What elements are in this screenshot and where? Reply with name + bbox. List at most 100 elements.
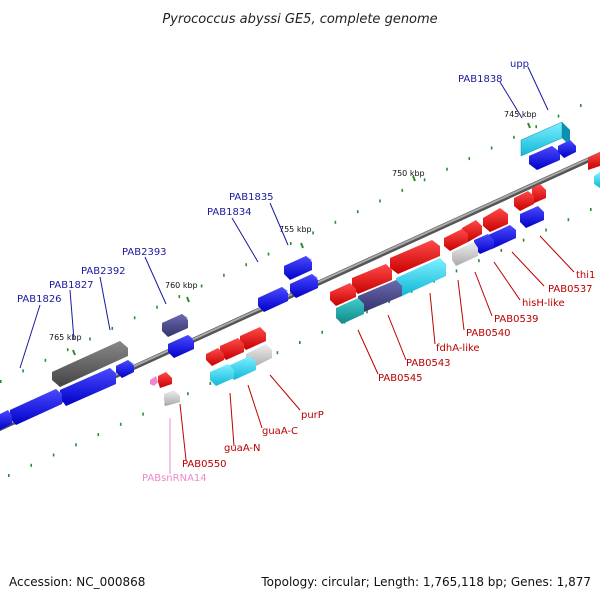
forward-gene-PAB2392[interactable] <box>52 341 128 387</box>
scale-dot <box>75 443 77 447</box>
reverse-gene-PAB0540[interactable] <box>444 229 478 266</box>
scale-dot <box>455 269 458 273</box>
scale-dot <box>580 104 582 107</box>
scale-dot <box>156 305 158 309</box>
map-title: Pyrococcus abyssi GE5, complete genome <box>162 12 437 27</box>
scale-dot <box>388 300 391 304</box>
forward-gene-PAB1834[interactable] <box>258 287 288 312</box>
forward-gene-small-right[interactable] <box>558 140 576 158</box>
scale-dot <box>567 218 570 222</box>
scale-dot <box>200 284 203 288</box>
scale-dot <box>0 380 2 383</box>
forward-gene-PAB1838[interactable] <box>529 146 560 170</box>
gene-label[interactable]: PAB0537 <box>548 284 593 295</box>
scale-dot <box>66 348 69 352</box>
scale-dot <box>446 167 448 171</box>
scale-dot <box>490 146 493 150</box>
scale-dot <box>133 316 136 320</box>
scale-dot <box>478 259 480 263</box>
scale-dot <box>522 238 525 242</box>
reverse-gene-PABsnRNA14[interactable] <box>150 376 158 386</box>
scale-dot <box>356 210 359 214</box>
scale-dot <box>187 392 189 396</box>
scale-dot <box>513 135 515 139</box>
scale-dot <box>30 463 32 467</box>
gene-label[interactable]: PAB0539 <box>494 314 539 325</box>
gene-label[interactable]: PAB1835 <box>229 192 274 203</box>
scale-dot <box>223 273 225 277</box>
scale-dot <box>89 337 91 341</box>
ruler-tick-label: 760 kbp <box>165 281 198 290</box>
scale-dot <box>119 422 122 426</box>
scale-dot <box>468 157 471 161</box>
scale-dot <box>500 248 503 252</box>
scale-dot <box>290 242 292 245</box>
gene-label[interactable]: thi1 <box>576 270 595 281</box>
accession-text: Accession: NC_000868 <box>9 575 145 589</box>
gene-label[interactable]: purP <box>301 410 324 421</box>
scale-dot <box>209 381 212 385</box>
scale-dots-outer <box>0 104 582 383</box>
forward-gene-PAB1827b[interactable] <box>116 360 134 378</box>
scale-dot <box>321 330 323 334</box>
reverse-gene-edge-right[interactable] <box>594 172 600 188</box>
gene-label[interactable]: PAB0540 <box>466 328 511 339</box>
forward-gene-PAB1835b[interactable] <box>290 274 318 298</box>
scale-dot <box>366 310 368 314</box>
ruler-tick-label: 765 kbp <box>49 333 82 342</box>
gene-label[interactable]: PABsnRNA14 <box>142 473 207 484</box>
forward-gene-edge-right[interactable] <box>588 152 600 170</box>
ruler-tick-label: 755 kbp <box>279 225 312 234</box>
scale-dot <box>401 188 404 192</box>
gene-label[interactable]: PAB1827 <box>49 280 94 291</box>
scale-dot <box>267 252 270 256</box>
ruler-ticks <box>72 122 531 356</box>
reverse-gene-PAB0543[interactable] <box>390 240 440 274</box>
forward-gene-PAB1827[interactable] <box>60 368 116 406</box>
gene-label[interactable]: fdhA-like <box>436 343 480 354</box>
gene-label[interactable]: guaA-N <box>224 443 261 454</box>
forward-leader-lines <box>19 66 549 369</box>
scale-dot <box>312 231 314 235</box>
ruler-tick-label: 750 kbp <box>392 169 425 178</box>
gene-label[interactable]: PAB1838 <box>458 74 503 85</box>
scale-dot <box>52 453 55 457</box>
gene-label[interactable]: PAB2393 <box>122 247 167 258</box>
forward-gene-PAB1835[interactable] <box>284 256 312 280</box>
forward-gene-PAB1826[interactable] <box>10 389 62 425</box>
gene-label[interactable]: PAB0550 <box>182 459 227 470</box>
reverse-gene-PAB0545[interactable] <box>330 264 402 324</box>
scale-dot <box>245 263 247 267</box>
gene-label[interactable]: PAB1826 <box>17 294 62 305</box>
scale-dot <box>535 125 537 129</box>
scale-dot <box>545 228 547 232</box>
reverse-leader-lines <box>179 235 575 461</box>
reverse-gene-thi1[interactable] <box>514 184 546 211</box>
reverse-gene-fdhA-like[interactable] <box>396 258 446 296</box>
forward-gene-PAB2393[interactable] <box>162 314 188 337</box>
forward-gene-PAB2393b[interactable] <box>168 335 194 358</box>
scale-dot <box>111 326 114 330</box>
gene-label[interactable]: PAB0543 <box>406 358 451 369</box>
reverse-gene-PAB0550[interactable] <box>158 372 180 406</box>
gene-label[interactable]: PAB1834 <box>207 207 252 218</box>
gene-label[interactable]: upp <box>510 59 529 70</box>
scale-dot <box>423 178 426 182</box>
scale-dots-inner <box>8 208 592 477</box>
gene-label[interactable]: guaA-C <box>262 426 298 437</box>
scale-dot <box>276 351 279 355</box>
forward-gene-edge-left[interactable] <box>0 410 12 430</box>
scale-dot <box>97 433 100 437</box>
genome-summary-text: Topology: circular; Length: 1,765,118 bp… <box>260 575 591 589</box>
reverse-gene-guaA-C[interactable] <box>220 338 256 380</box>
reverse-gene-guaA-N[interactable] <box>206 348 234 386</box>
reverse-gene-PAB0537[interactable] <box>520 206 544 228</box>
scale-dot <box>142 412 144 416</box>
gene-label[interactable]: hisH-like <box>522 298 565 309</box>
scale-dot <box>22 369 24 373</box>
forward-gene-upp[interactable] <box>520 121 570 157</box>
scale-dot <box>44 358 47 362</box>
gene-label[interactable]: PAB2392 <box>81 266 126 277</box>
gene-label[interactable]: PAB0545 <box>378 373 423 384</box>
